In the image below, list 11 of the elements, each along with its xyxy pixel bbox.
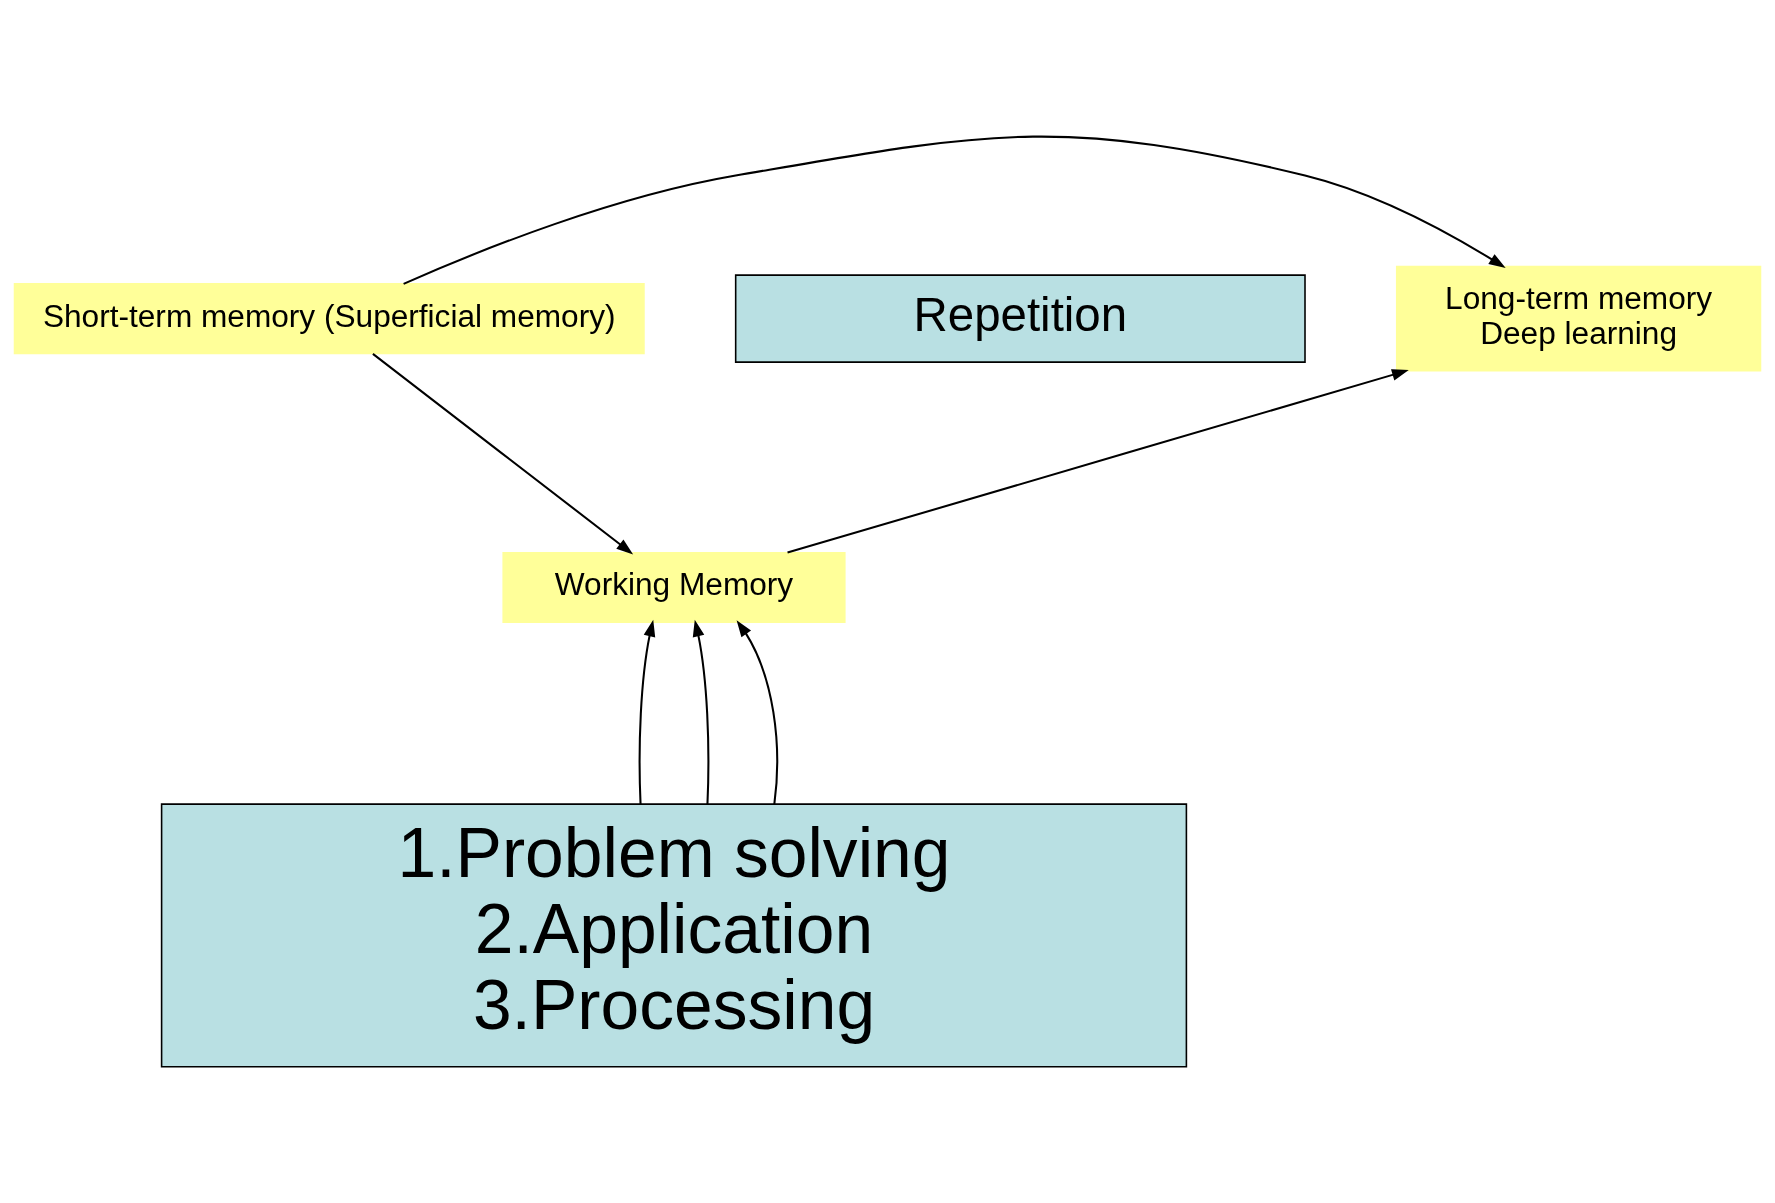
node-box: Working Memory [502, 551, 846, 624]
arrow [372, 353, 634, 555]
arrow [787, 369, 1409, 554]
node-box: Short-term memory (Superficial memory) [13, 283, 645, 355]
node-box: Long-term memory Deep learning [1395, 265, 1762, 372]
arrow [736, 620, 779, 805]
arrow [692, 619, 710, 805]
arrow [638, 619, 656, 805]
arrow [403, 135, 1506, 285]
node-box: Repetition [734, 274, 1306, 363]
node-box: 1.Problem solving 2.Application 3.Processing [160, 803, 1188, 1068]
